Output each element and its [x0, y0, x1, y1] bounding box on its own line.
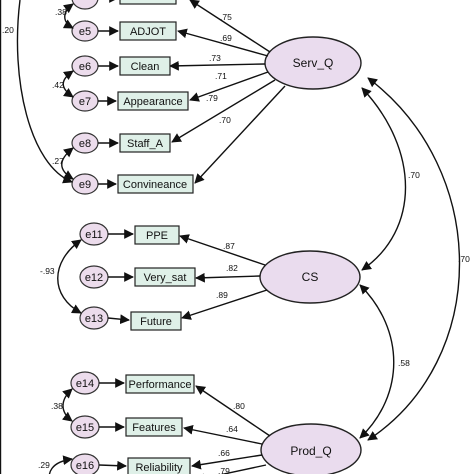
- cov-e11-e13: [57, 239, 82, 314]
- cov-serv-cs-label: .70: [408, 170, 420, 180]
- error-e16-label: e16: [76, 460, 94, 472]
- cov-outer-left-label: .20: [2, 25, 14, 35]
- error-e6-label: e6: [79, 61, 91, 73]
- cov-cs-prod-label: .58: [398, 358, 410, 368]
- cov-serv-cs: [361, 87, 407, 271]
- loading-ppe: [179, 234, 266, 266]
- loading-ppe-label: .87: [223, 241, 235, 251]
- indicator-adjot-label: ADJOT: [130, 26, 166, 38]
- indicator-reliability[interactable]: [127, 457, 191, 474]
- indicator-clean-label: Clean: [131, 61, 160, 73]
- error-e7-label: e7: [79, 96, 91, 108]
- indicator-staff-a[interactable]: [119, 133, 171, 153]
- loading-adjot-label: .69: [220, 33, 232, 43]
- loading-convineance: [194, 85, 286, 184]
- error-e16-link: [98, 460, 127, 471]
- loading-performance: [195, 385, 271, 437]
- error-e5-label: e5: [79, 26, 91, 38]
- error-e4-partial: [71, 0, 99, 10]
- indicator-top-partial: [119, 0, 177, 5]
- loading-reliability: [191, 454, 263, 470]
- error-e13-label: e13: [85, 313, 103, 325]
- indicator-future[interactable]: [130, 311, 182, 331]
- loading-features-label: .64: [226, 424, 238, 434]
- cov-e14-e15-label: .38: [51, 401, 63, 411]
- loading-future: [181, 289, 268, 320]
- cov-e16-label: .29: [38, 460, 50, 470]
- cov-e4-e5-label: .38: [55, 7, 67, 17]
- cov-serv-prod-label: .70: [458, 254, 470, 264]
- error-e15-label: e15: [76, 422, 94, 434]
- loading-bottom: [195, 464, 267, 474]
- indicator-reliability-label: Reliability: [135, 462, 183, 474]
- indicator-convineance-label: Convineance: [123, 179, 187, 191]
- loading-very-sat: [195, 272, 261, 283]
- cov-e14-e15: [62, 388, 73, 422]
- error-e11-label: e11: [85, 229, 103, 241]
- loading-reliability-label: .66: [218, 448, 230, 458]
- latent-serv-q[interactable]: [264, 36, 362, 90]
- loading-staff-label: .70: [219, 115, 231, 125]
- latent-serv-q-label: Serv_Q: [293, 56, 334, 70]
- error-e14-label: e14: [76, 378, 94, 390]
- indicator-features-label: Features: [132, 422, 176, 434]
- loading-clean-label: .73: [209, 53, 221, 63]
- indicator-very-sat-label: Very_sat: [144, 272, 187, 284]
- indicator-convineance[interactable]: [117, 174, 194, 194]
- loading-very-sat-label: .82: [226, 263, 238, 273]
- indicator-ppe[interactable]: [134, 225, 180, 245]
- indicator-features[interactable]: [125, 417, 183, 437]
- cov-e6-e7-label: .42: [52, 80, 64, 90]
- indicator-performance[interactable]: [125, 374, 195, 394]
- cov-serv-prod: [367, 77, 461, 441]
- loading-performance-label: .80: [233, 401, 245, 411]
- loading-top-label: .75: [220, 12, 232, 22]
- indicator-appearance-label: Appearance: [123, 96, 182, 108]
- indicator-clean[interactable]: [119, 56, 171, 76]
- loading-future-label: .89: [216, 290, 228, 300]
- loading-appearance2-label: .79: [206, 93, 218, 103]
- latent-prod-q-label: Prod_Q: [290, 444, 331, 458]
- latent-cs-label: CS: [302, 270, 319, 284]
- cov-e11-e13-label: -.93: [40, 266, 55, 276]
- indicator-performance-label: Performance: [129, 379, 192, 391]
- error-e9-label: e9: [79, 179, 91, 191]
- indicator-staff-a-label: Staff_A: [127, 138, 164, 150]
- loading-clean: [169, 60, 266, 71]
- latent-cs[interactable]: [259, 250, 361, 304]
- cov-e6-e7: [62, 70, 74, 98]
- indicator-adjot[interactable]: [119, 21, 177, 41]
- cov-outer-left: [16, 0, 73, 184]
- cov-e4-e5: [62, 3, 74, 29]
- latent-prod-q[interactable]: [260, 423, 362, 474]
- cov-cs-prod: [359, 284, 395, 439]
- error-e12-label: e12: [85, 272, 103, 284]
- indicator-future-label: Future: [140, 316, 172, 328]
- loading-adjot: [177, 28, 269, 57]
- error-e8-label: e8: [79, 138, 91, 150]
- loading-staff: [171, 79, 276, 143]
- indicator-ppe-label: PPE: [146, 230, 168, 242]
- loading-bottom-label: .79: [218, 466, 230, 474]
- indicator-very-sat[interactable]: [134, 267, 196, 287]
- loading-appearance: [189, 71, 269, 102]
- error-e13-link: [107, 314, 130, 325]
- indicator-appearance[interactable]: [117, 91, 189, 111]
- loading-top: [189, 0, 271, 53]
- loading-appearance1-label: .71: [215, 71, 227, 81]
- cov-e8-e9-label: .27: [52, 156, 64, 166]
- loading-features: [183, 424, 263, 445]
- cov-e16: [48, 455, 73, 474]
